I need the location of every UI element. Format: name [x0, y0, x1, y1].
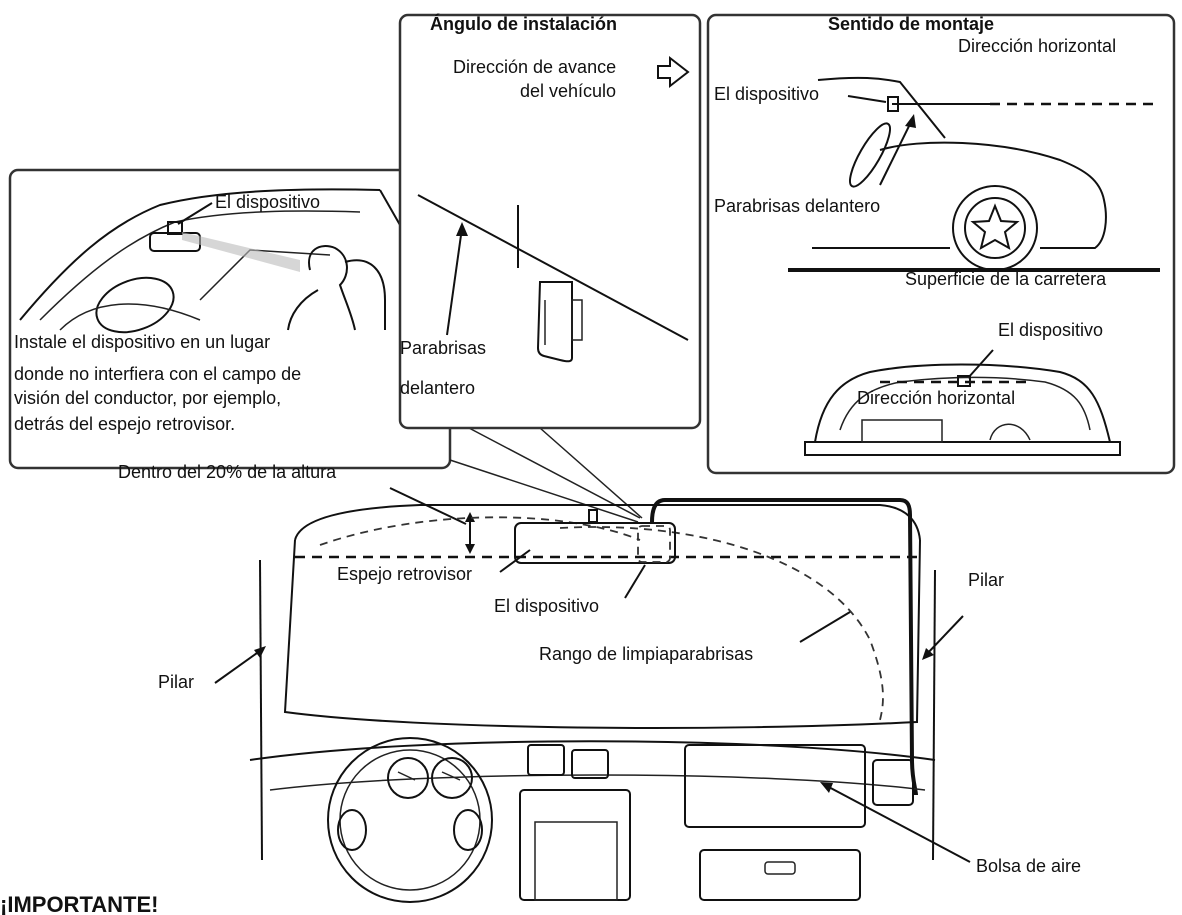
interior-device-label: El dispositivo	[215, 192, 320, 212]
wiper-range-right	[559, 526, 884, 721]
rearview-mirror	[514, 522, 676, 564]
rearview-mirror-label: Espejo retrovisor	[337, 564, 472, 584]
centre-console	[519, 789, 631, 901]
left-pillar-label: Pilar	[158, 672, 194, 692]
interior-steering-wheel	[95, 276, 175, 334]
dashboard-top	[249, 740, 936, 761]
gauge-left	[387, 757, 429, 799]
angle-device-icon	[536, 281, 573, 363]
angle-windshield-line	[417, 194, 689, 341]
main-windshield-view: Dentro del 20% de la altura Espejo retro…	[118, 462, 1081, 903]
road-surface-label: Superficie de la carretera	[905, 269, 1107, 289]
main-device-label: El dispositivo	[494, 596, 599, 616]
angle-panel-frame	[398, 13, 702, 430]
mounting-panel-frame	[706, 13, 1176, 475]
horizontal-direction-top-label: Dirección horizontal	[958, 36, 1116, 56]
angle-windshield-label-2: delantero	[400, 378, 475, 398]
windshield-frame	[283, 539, 921, 729]
wiper-range-label: Rango de limpiaparabrisas	[539, 644, 753, 664]
mounting-device-rear-label: El dispositivo	[998, 320, 1103, 340]
travel-direction-arrow-icon	[657, 55, 690, 89]
airbag-panel	[684, 744, 866, 828]
main-device-outline	[637, 525, 671, 563]
mounting-windshield-label: Parabrisas delantero	[714, 196, 880, 216]
right-pillar-label: Pilar	[968, 570, 1004, 590]
airbag-label: Bolsa de aire	[976, 856, 1081, 876]
mounting-device-icon	[887, 96, 899, 112]
travel-direction-line-2: del vehículo	[520, 81, 616, 101]
mounting-panel-title: Sentido de montaje	[828, 14, 994, 34]
mounting-panel: Sentido de montaje Dirección horizontal …	[706, 13, 1176, 475]
angle-panel-title: Ángulo de instalación	[430, 13, 617, 34]
instruction-line-3: visión del conductor, por ejemplo,	[14, 388, 281, 408]
angle-windshield-label-1: Parabrisas	[400, 338, 486, 358]
gauge-right	[431, 757, 473, 799]
horizontal-direction-rear-label: Dirección horizontal	[857, 388, 1015, 408]
important-heading: ¡IMPORTANTE!	[0, 892, 158, 915]
interior-panel: El dispositivo Instale el dispositivo en…	[8, 168, 452, 470]
instruction-line-2: donde no interfiera con el campo de	[14, 364, 301, 384]
wiper-range-left	[319, 516, 641, 546]
windshield-top-edge	[294, 504, 921, 541]
mounting-rear-device-icon	[957, 375, 971, 387]
instruction-line-1: Instale el dispositivo en un lugar	[14, 332, 270, 352]
instruction-line-4: detrás del espejo retrovisor.	[14, 414, 235, 434]
angle-panel: Ángulo de instalación Dirección de avanc…	[398, 13, 702, 523]
interior-device	[167, 221, 183, 235]
travel-direction-line-1: Dirección de avance	[453, 57, 616, 77]
steering-wheel	[327, 737, 493, 903]
height-note-label: Dentro del 20% de la altura	[118, 462, 337, 482]
mounting-device-label: El dispositivo	[714, 84, 819, 104]
